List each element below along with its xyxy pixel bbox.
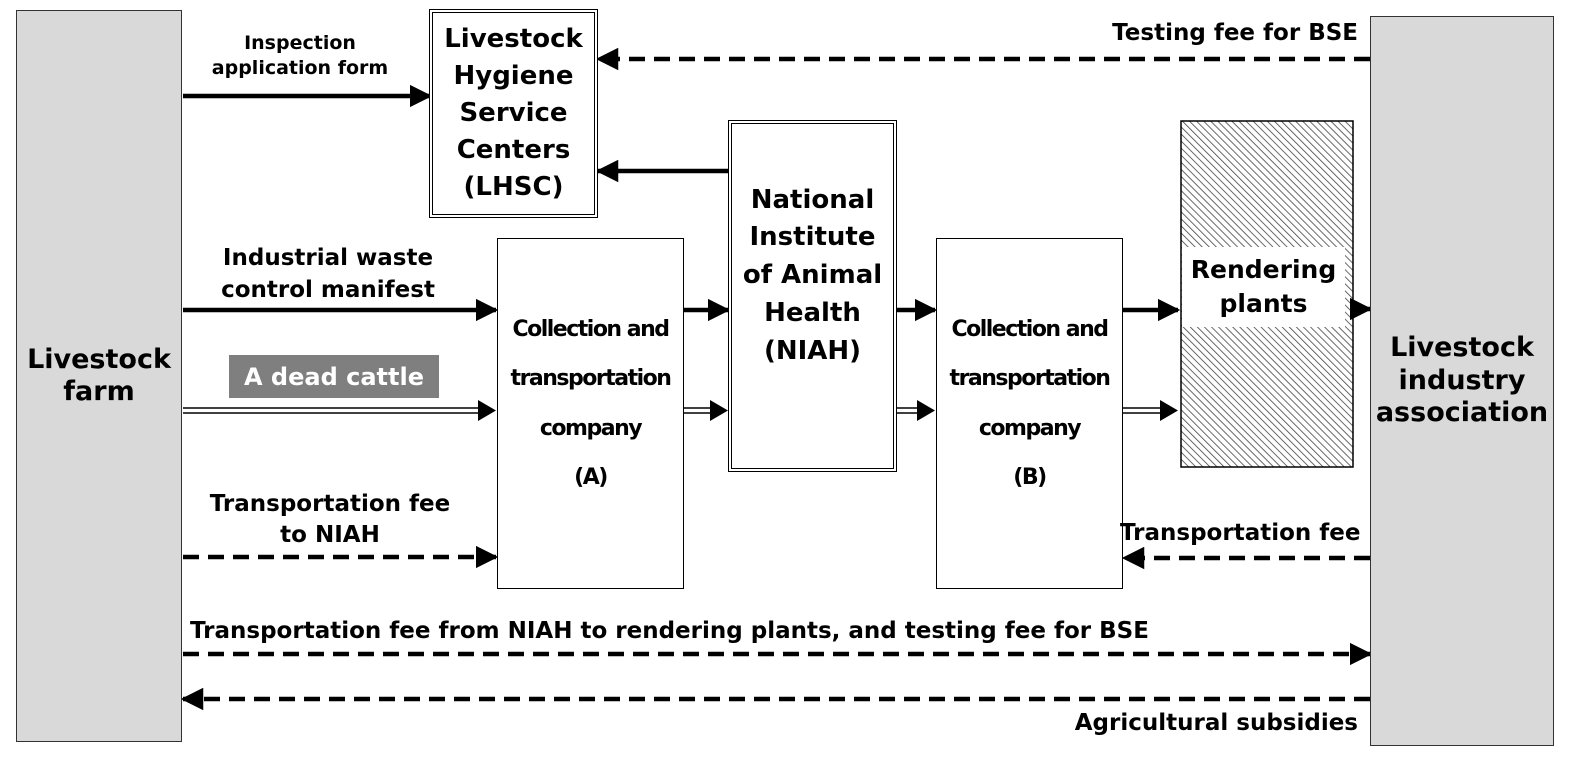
- niah-label: National Institute of Animal Health (NIA…: [742, 184, 883, 366]
- lhsc-label: Livestock Hygiene Service Centers (LHSC): [444, 24, 583, 202]
- label-transport-fee: Transportation fee: [1120, 520, 1361, 546]
- niah-box: National Institute of Animal Health (NIA…: [728, 120, 897, 472]
- company-a-label: Collection and transportation company (A…: [510, 316, 672, 491]
- company-b-label: Collection and transportation company (B…: [949, 316, 1111, 491]
- arrow-cattle-a-to-niah: [684, 400, 728, 421]
- livestock-farm-label: Livestock farm: [27, 343, 171, 407]
- arrow-cattle-b-to-rendering: [1123, 400, 1178, 421]
- rendering-plants-label: Rendering plants: [1182, 247, 1345, 327]
- label-industrial-waste: Industrial waste control manifest: [221, 245, 435, 304]
- company-a-box: Collection and transportation company (A…: [497, 238, 684, 589]
- company-b-box: Collection and transportation company (B…: [936, 238, 1123, 589]
- livestock-industry-association-box: Livestock industry association: [1370, 16, 1554, 746]
- label-transport-fee-long: Transportation fee from NIAH to renderin…: [190, 618, 1149, 644]
- livestock-farm-box: Livestock farm: [16, 10, 182, 742]
- dead-cattle-label: A dead cattle: [244, 362, 424, 391]
- label-agricultural-subsidies: Agricultural subsidies: [1074, 710, 1358, 736]
- dead-cattle-tag: A dead cattle: [229, 355, 439, 398]
- association-label: Livestock industry association: [1375, 332, 1549, 429]
- label-inspection-form: Inspection application form: [211, 32, 389, 79]
- rendering-plants-text: Rendering plants: [1190, 255, 1337, 318]
- arrow-cattle-farm-to-a: [183, 400, 496, 421]
- label-transport-fee-niah: Transportation fee to NIAH: [209, 491, 451, 549]
- lhsc-box: Livestock Hygiene Service Centers (LHSC): [429, 9, 598, 218]
- arrow-cattle-niah-to-b: [897, 400, 935, 421]
- label-testing-fee: Testing fee for BSE: [1112, 20, 1358, 46]
